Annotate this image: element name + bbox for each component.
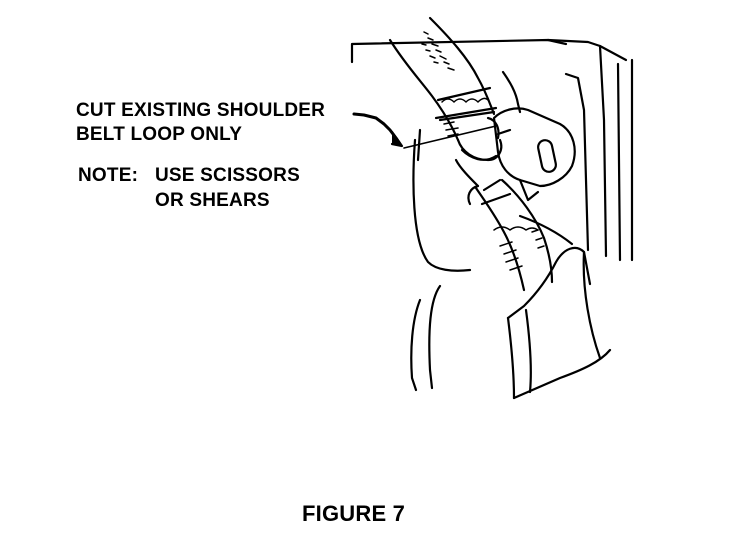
figure-caption: FIGURE 7 [302, 501, 406, 526]
retractor-cover [506, 246, 612, 400]
note-text-line1: USE SCISSORS [155, 165, 300, 186]
callout-label-line2: BELT LOOP ONLY [76, 124, 243, 145]
pillar-trim-outline [350, 38, 634, 392]
callout-label-line1: CUT EXISTING SHOULDER [76, 100, 326, 121]
belt-loop [454, 116, 503, 188]
callout-leader-arrow [352, 112, 497, 149]
anchor-bracket [492, 107, 576, 202]
lower-belt-webbing [467, 178, 554, 292]
shoulder-belt-webbing [388, 16, 498, 142]
note-prefix: NOTE: [78, 165, 139, 186]
note-text-line2: OR SHEARS [155, 190, 270, 211]
